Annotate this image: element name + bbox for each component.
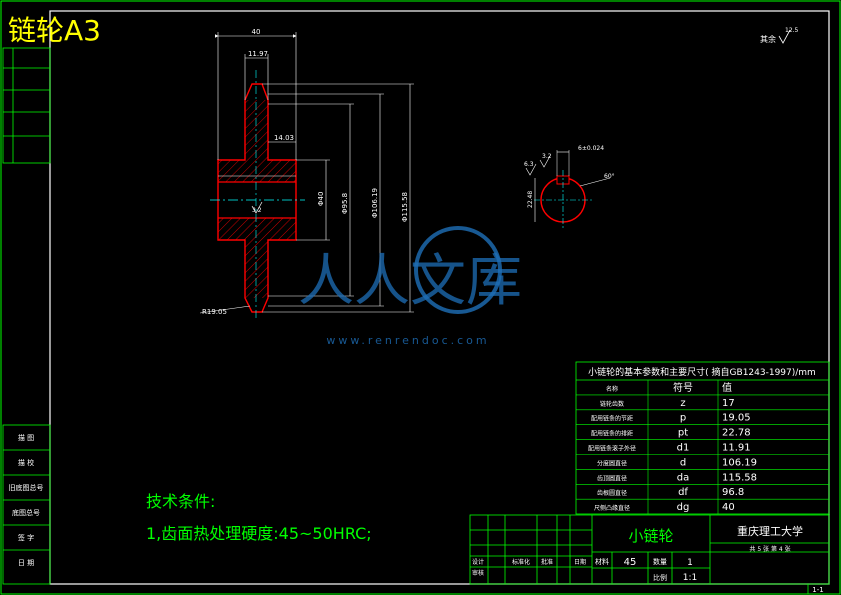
tech-req-line: 1,齿面热处理硬度:45~50HRC; <box>146 524 372 543</box>
table-cell: 106.19 <box>722 457 757 468</box>
table-cell: 配用链条的排距 <box>591 430 633 438</box>
keyway-roughness-1: 6.3 <box>524 161 534 168</box>
table-cell: 齿根圆直径 <box>597 489 627 497</box>
table-cell: d1 <box>677 443 690 454</box>
table-cell: pt <box>678 428 688 439</box>
dim-fillet: R19.05 <box>202 308 227 316</box>
quantity-label: 数量 <box>653 557 667 566</box>
keyway-roughness-2: 3.2 <box>542 153 552 160</box>
dim-width-total: 40 <box>252 28 261 36</box>
check-label: 审核 <box>472 569 484 577</box>
dim-bore: Φ40 <box>317 192 325 206</box>
table-cell: 115.58 <box>722 472 757 483</box>
side-label: 签 字 <box>18 533 34 542</box>
sheet-count: 共 5 张 第 4 张 <box>749 545 790 553</box>
roughness-note: 其余 12.5 <box>760 27 799 44</box>
table-cell: d <box>680 457 686 468</box>
watermark-brand: 人人文库 <box>298 249 522 314</box>
dim-tip-dia: Φ115.58 <box>401 192 409 222</box>
dim-root-dia: Φ95.8 <box>341 193 349 214</box>
watermark-url: www.renrendoc.com <box>326 334 489 347</box>
roughness-symbol-icon <box>778 29 791 44</box>
approve-label: 批准 <box>541 558 553 566</box>
tech-req-title: 技术条件: <box>146 492 215 511</box>
dim-tooth-width: 14.03 <box>274 134 294 142</box>
watermark: 人人文库 www.renrendoc.com <box>298 226 522 347</box>
part-name: 小链轮 <box>628 527 673 545</box>
sprocket-section-view: 40 11.97 14.03 Φ40 Φ95.8 Φ106.19 Φ115.58… <box>199 28 414 320</box>
table-cell: 22.78 <box>722 428 751 439</box>
table-cell: 19.05 <box>722 413 751 424</box>
dim-pitch-dia: Φ106.19 <box>371 188 379 218</box>
table-title: 小链轮的基本参数和主要尺寸( 摘自GB1243-1997)/mm <box>588 366 816 378</box>
scale-label: 比例 <box>653 573 667 582</box>
table-cell: 17 <box>722 398 735 409</box>
material-label: 材料 <box>595 557 609 566</box>
keyway-width: 6±0.024 <box>578 145 604 152</box>
title-block <box>469 514 830 594</box>
sheet-number: 1-1 <box>812 586 823 594</box>
quantity-value: 1 <box>687 558 693 568</box>
side-label: 描 校 <box>18 458 34 467</box>
keyway-depth: 22.48 <box>527 191 534 208</box>
scale-value: 1:1 <box>683 573 697 583</box>
table-cell: 配用链条滚子外径 <box>588 445 636 453</box>
bore-roughness: 3.2 <box>252 207 262 214</box>
table-cell: p <box>680 413 686 424</box>
side-label: 描 图 <box>18 433 34 442</box>
roughness-value: 12.5 <box>785 27 799 34</box>
dim-hub-step: 11.97 <box>248 50 268 58</box>
table-cell: 96.8 <box>722 487 744 498</box>
side-label: 日 期 <box>18 559 34 567</box>
left-side-strip-bottom <box>2 424 51 585</box>
inner-border <box>49 10 830 585</box>
table-cell: 40 <box>722 502 735 513</box>
left-side-strip-top <box>2 47 51 164</box>
table-cell: dg <box>677 502 690 513</box>
table-cell: df <box>678 487 688 498</box>
keyway-end-view: 22.48 6±0.024 6.3 3.2 60° <box>524 145 615 230</box>
table-cell: 尺侧凸缘直径 <box>594 504 630 512</box>
table-cell: 配用链条的节距 <box>591 415 633 423</box>
table-header-cell: 名称 <box>606 385 618 393</box>
design-label: 设计 <box>472 558 484 566</box>
drawing-title: 链轮A3 <box>8 14 101 47</box>
school-name: 重庆理工大学 <box>737 524 803 538</box>
keyway-angle: 60° <box>604 173 615 180</box>
table-cell: da <box>677 472 689 483</box>
table-cell: 11.91 <box>722 443 751 454</box>
table-cell: 分度圆直径 <box>597 459 627 467</box>
material-value: 45 <box>624 557 637 568</box>
table-header-cell: 符号 <box>673 381 693 394</box>
roughness-label: 其余 <box>760 34 776 44</box>
table-cell: 链轮齿数 <box>600 400 624 408</box>
date-label: 日期 <box>574 558 586 566</box>
side-label: 底图总号 <box>12 508 40 517</box>
parameter-table: 小链轮的基本参数和主要尺寸( 摘自GB1243-1997)/mm 名称 符号 值链轮… <box>575 361 830 515</box>
table-header-cell: 值 <box>722 381 732 394</box>
standardize-label: 标准化 <box>512 558 530 566</box>
side-label: 旧底图总号 <box>9 483 44 492</box>
table-cell: z <box>680 398 685 409</box>
table-cell: 齿顶圆直径 <box>597 474 627 482</box>
